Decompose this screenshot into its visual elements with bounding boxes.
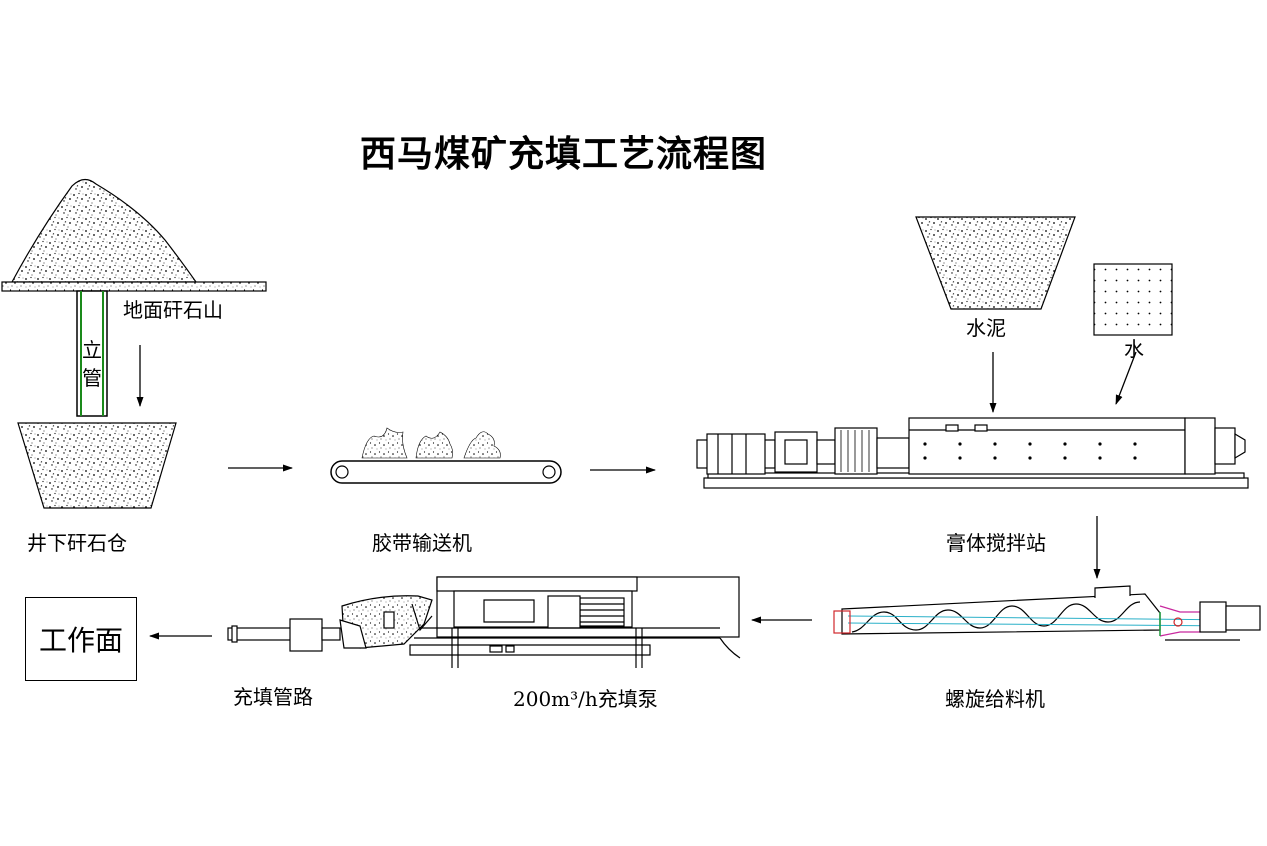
belt-conveyor-drawing — [330, 427, 562, 484]
diagram-title: 西马煤矿充填工艺流程图 — [360, 133, 768, 175]
arrow-water-to-mixer — [1115, 351, 1137, 405]
mixing-station-drawing — [696, 417, 1249, 489]
label-underground-bin: 井下矸石仓 — [27, 531, 127, 555]
underground-rock-bin — [17, 422, 177, 509]
standpipe — [76, 290, 108, 417]
fill-pump-drawing — [339, 576, 741, 668]
label-standpipe-char1: 立 — [82, 338, 102, 362]
screw-feeder-drawing — [833, 585, 1261, 641]
cement-hopper — [915, 216, 1076, 310]
label-fill-pipeline: 充填管路 — [233, 685, 313, 709]
label-workface: 工作面 — [38, 624, 123, 657]
label-water: 水 — [1124, 337, 1144, 361]
label-mixing-station: 膏体搅拌站 — [946, 531, 1046, 555]
label-fill-pump: 200m³/h充填泵 — [513, 687, 658, 711]
label-cement: 水泥 — [966, 316, 1006, 340]
label-screw-feeder: 螺旋给料机 — [945, 687, 1045, 711]
label-belt-conveyor: 胶带输送机 — [372, 531, 472, 555]
water-tank — [1093, 263, 1173, 336]
fill-pipeline-drawing — [227, 618, 341, 652]
surface-rock-pile — [1, 178, 267, 292]
workface-box: 工作面 — [25, 597, 137, 681]
label-surface-pile: 地面矸石山 — [123, 298, 223, 322]
label-standpipe-char2: 管 — [82, 366, 102, 390]
